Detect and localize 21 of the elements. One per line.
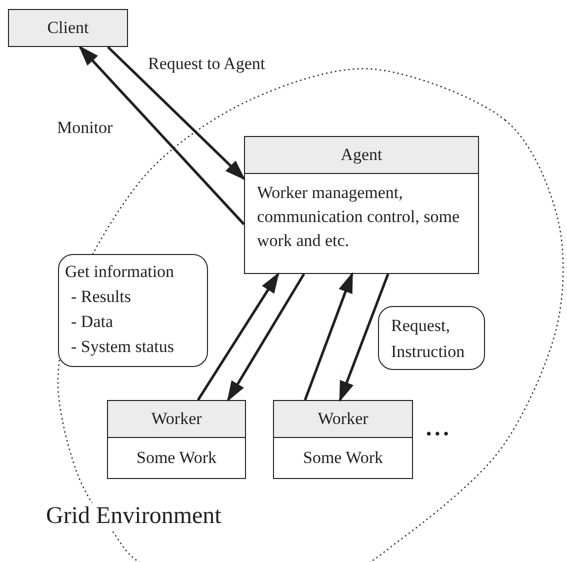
arrow xyxy=(107,46,246,180)
callout-text: - System status xyxy=(70,336,175,358)
arrow xyxy=(338,274,390,402)
callout-box xyxy=(58,254,208,367)
box-body: Some Work xyxy=(107,438,246,479)
arrow xyxy=(78,45,245,226)
box-header: Agent xyxy=(244,136,479,174)
callout-text: Get information xyxy=(65,261,176,283)
callout-box xyxy=(378,306,485,370)
ellipsis: ••• xyxy=(426,426,452,444)
callout-text: - Data xyxy=(70,311,114,333)
box-header: Worker xyxy=(273,400,413,438)
box-body: Some Work xyxy=(273,438,413,479)
arrow xyxy=(304,272,354,400)
client-box: Client xyxy=(8,9,128,47)
box-header: Worker xyxy=(107,400,246,438)
box-body: Worker management, communication control, some work and etc. xyxy=(244,174,479,274)
arrow xyxy=(196,272,280,401)
callout-text: Request, Instruction xyxy=(391,315,466,363)
callout-text: - Results xyxy=(70,286,132,308)
arrow xyxy=(226,273,306,402)
